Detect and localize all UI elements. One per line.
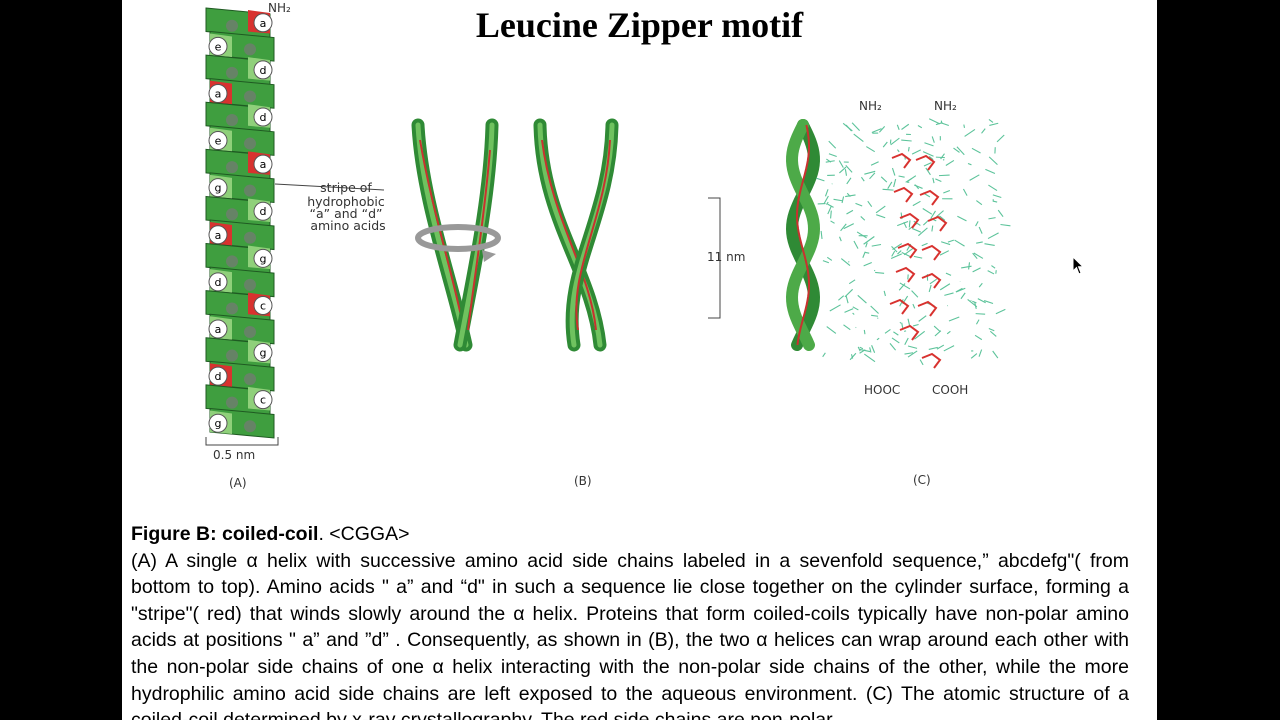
residue-label: a [215, 323, 222, 336]
scale-bar [205, 437, 279, 446]
residue-label: d [260, 205, 267, 218]
panel-a-helix: a e d a d e a g d a g d c a g d c g [205, 7, 275, 439]
residue-circle [208, 272, 228, 292]
residue-label: a [260, 17, 267, 30]
panel-a-nh2-label: NH₂ [268, 1, 291, 15]
residue-label: c [260, 394, 266, 407]
panel-c-nh2-left: NH₂ [859, 99, 882, 113]
figure-caption: Figure B: coiled-coil. <CGGA> (A) A sing… [131, 521, 1129, 720]
panel-a-label: (A) [229, 476, 247, 490]
residue-circle [208, 319, 228, 339]
panel-c-nh2-right: NH₂ [934, 99, 957, 113]
residue-circle [208, 366, 228, 386]
residue-label: g [260, 252, 267, 265]
panel-b-coils [411, 118, 821, 352]
residue-circle [253, 13, 273, 33]
residue-circle [208, 413, 228, 433]
caption-heading: Figure B: coiled-coil [131, 523, 319, 545]
residue-circle [208, 131, 228, 151]
stripe-pointer-line [274, 183, 385, 191]
panel-c-atomic-structure [815, 118, 1011, 369]
residue-label: g [260, 347, 267, 360]
residue-label: e [215, 40, 222, 53]
residue-label: d [215, 370, 222, 383]
residue-label: d [260, 111, 267, 124]
rotation-arrow-icon [415, 224, 501, 252]
residue-circle [253, 248, 273, 268]
height-bracket [708, 197, 721, 319]
panel-b-label: (B) [574, 474, 592, 488]
caption-body: (A) A single α helix with successive ami… [131, 549, 1129, 720]
residue-circle [208, 225, 228, 245]
residue-circle [253, 154, 273, 174]
stripe-annotation: stripe of hydrophobic “a” and “d” amino … [307, 180, 389, 233]
residue-label: g [215, 417, 222, 430]
residue-label: d [215, 276, 222, 289]
residue-label: g [215, 182, 222, 195]
panel-c-hooc-label: HOOC [864, 383, 900, 397]
residue-circle [208, 36, 228, 56]
slide: Leucine Zipper motif a e d a d e a g d a g d c a g d c g … [122, 0, 1157, 720]
mouse-cursor-icon [1072, 256, 1085, 275]
residue-circle [253, 343, 273, 363]
residue-circle [253, 107, 273, 127]
residue-circle [253, 295, 273, 315]
panel-c-cooh-label: COOH [932, 383, 968, 397]
residue-circle [253, 60, 273, 80]
coiled-coil-figure: a e d a d e a g d a g d c a g d c g NH₂ stripe of hydroph… [205, 1, 1011, 490]
residue-circle [253, 201, 273, 221]
scale-bar-label: 0.5 nm [213, 448, 255, 462]
residue-circle [253, 390, 273, 410]
panel-c-label: (C) [913, 473, 931, 487]
residue-label: a [215, 87, 222, 100]
residue-label: e [215, 135, 222, 148]
residue-label: d [260, 64, 267, 77]
residue-label: a [215, 229, 222, 242]
caption-tag: . <CGGA> [318, 523, 410, 545]
residue-label: c [260, 299, 266, 312]
dimension-label: 11 nm [707, 250, 745, 264]
residue-circle [208, 83, 228, 103]
residue-circle [208, 178, 228, 198]
residue-label: a [260, 158, 267, 171]
slide-title: Leucine Zipper motif [475, 5, 804, 45]
